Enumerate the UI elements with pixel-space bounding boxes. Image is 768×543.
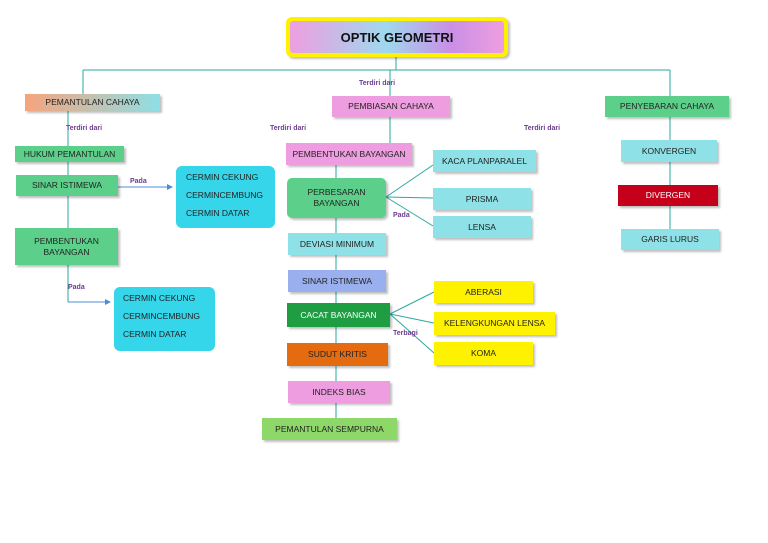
node-konvergen: KONVERGEN <box>621 140 717 162</box>
node-pembentukan-bayangan-left: PEMBENTUKAN BAYANGAN <box>15 228 118 265</box>
node-pemantulan-cahaya: PEMANTULAN CAHAYA <box>25 94 160 111</box>
node-sinar-istimewa-left: SINAR ISTIMEWA <box>16 175 118 196</box>
list-item: CERMINCEMBUNG <box>186 190 263 200</box>
list-item: CERMINCEMBUNG <box>123 311 200 321</box>
node-cacat-bayangan: CACAT BAYANGAN <box>287 303 390 327</box>
list-item: CERMIN DATAR <box>186 208 250 218</box>
node-lensa: LENSA <box>433 216 531 238</box>
label-terbagi: Terbagi <box>393 330 418 337</box>
title-box: OPTIK GEOMETRI <box>286 17 508 57</box>
node-perbesaran-bayangan: PERBESARAN BAYANGAN <box>287 178 386 218</box>
node-pembentukan-bayangan: PEMBENTUKAN BAYANGAN <box>286 143 412 165</box>
list-item: CERMIN CEKUNG <box>186 172 259 182</box>
node-kaca-planparalel: KACA PLANPARALEL <box>433 150 536 172</box>
node-pembiasan-cahaya: PEMBIASAN CAHAYA <box>332 96 450 117</box>
node-hukum-pemantulan: HUKUM PEMANTULAN <box>15 146 124 162</box>
node-deviasi-minimum: DEVIASI MINIMUM <box>288 233 386 255</box>
node-prisma: PRISMA <box>433 188 531 210</box>
node-garis-lurus: GARIS LURUS <box>621 229 719 250</box>
node-pemantulan-sempurna: PEMANTULAN SEMPURNA <box>262 418 397 440</box>
label-terdiri-right: Terdiri dari <box>524 125 561 132</box>
list-cermin-1: CERMIN CEKUNG CERMINCEMBUNG CERMIN DATAR <box>176 166 275 228</box>
label-pada-2: Pada <box>68 284 85 291</box>
node-sinar-istimewa-mid: SINAR ISTIMEWA <box>288 270 386 292</box>
node-kelengkungan-lensa: KELENGKUNGAN LENSA <box>434 312 555 335</box>
list-cermin-2: CERMIN CEKUNG CERMINCEMBUNG CERMIN DATAR <box>114 287 215 351</box>
label-terdiri-top: Terdiri dari <box>359 80 396 87</box>
label-terdiri-mid: Terdiri dari <box>270 125 307 132</box>
list-item: CERMIN DATAR <box>123 329 187 339</box>
node-aberasi: ABERASI <box>434 281 533 303</box>
page-title: OPTIK GEOMETRI <box>340 29 454 45</box>
label-pada-1: Pada <box>130 178 147 185</box>
node-koma: KOMA <box>434 342 533 365</box>
label-terdiri-left: Terdiri dari <box>66 125 103 132</box>
node-divergen: DIVERGEN <box>618 185 718 206</box>
node-indeks-bias: INDEKS BIAS <box>288 381 390 403</box>
node-sudut-kritis: SUDUT KRITIS <box>287 343 388 366</box>
list-item: CERMIN CEKUNG <box>123 293 196 303</box>
node-penyebaran-cahaya: PENYEBARAN CAHAYA <box>605 96 729 117</box>
label-pada-3: Pada <box>393 212 410 219</box>
